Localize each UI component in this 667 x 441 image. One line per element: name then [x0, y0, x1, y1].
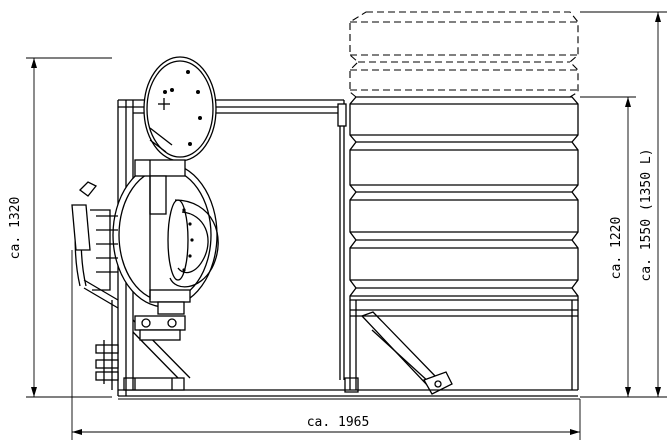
label-width: ca. 1965: [307, 415, 370, 430]
label-height-stack: ca. 1220: [609, 217, 624, 280]
label-height-left: ca. 1320: [8, 197, 23, 260]
label-height-total: ca. 1550 (1350 L): [639, 148, 654, 281]
dimension-height-stack: [580, 96, 636, 398]
dimension-height-total: [580, 11, 667, 398]
upper-bale-stack-dashed: [349, 11, 579, 98]
rear-cage-frame: [344, 300, 579, 395]
lower-bale-stack: [349, 96, 579, 301]
wrapping-drum: [112, 159, 219, 315]
dimension-width: [71, 250, 581, 440]
film-reel-disc: [143, 56, 217, 162]
film-holder-arm: [71, 181, 119, 390]
dimension-height-left: [26, 57, 112, 398]
main-chassis: [118, 377, 580, 400]
gearbox-rollers: [134, 315, 186, 341]
